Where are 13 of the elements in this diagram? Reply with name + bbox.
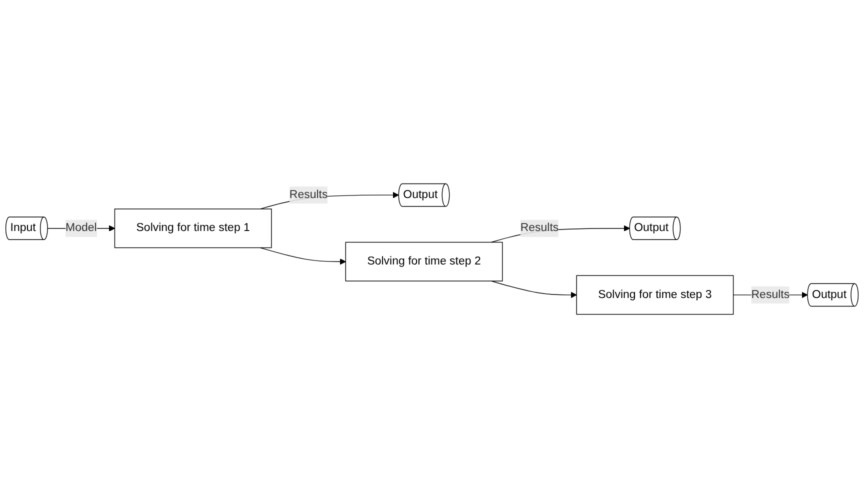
edge-label: Model bbox=[65, 222, 97, 234]
edge-label: Results bbox=[289, 188, 328, 201]
node-text: Output bbox=[403, 188, 438, 201]
edge-label: Results bbox=[751, 288, 790, 301]
node-text: Output bbox=[812, 288, 847, 301]
node-box: Solving for time step 1 bbox=[114, 208, 272, 248]
edge-label: Results bbox=[520, 222, 559, 234]
arrow bbox=[490, 280, 577, 298]
node-text: Input bbox=[10, 222, 36, 234]
arrow bbox=[260, 247, 346, 265]
node-box: Solving for time step 2 bbox=[345, 242, 503, 282]
node-box: Solving for time step 3 bbox=[576, 275, 734, 315]
node-text: Output bbox=[634, 222, 669, 234]
